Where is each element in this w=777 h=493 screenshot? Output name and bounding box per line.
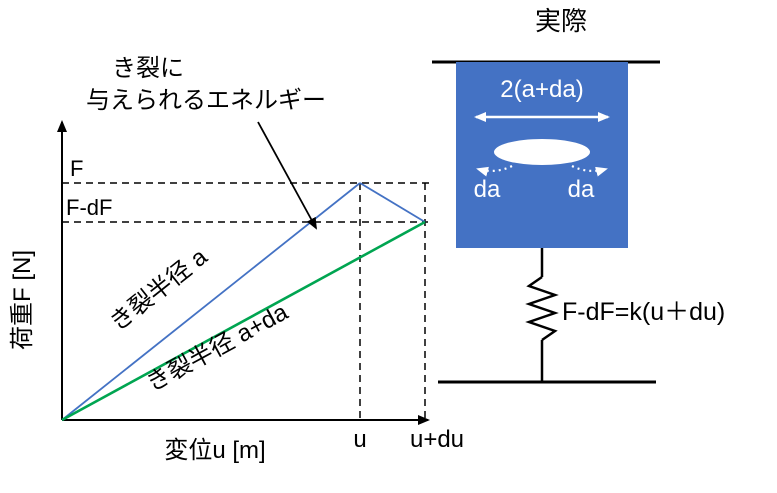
da-right-label: da — [568, 176, 595, 203]
annotation-line2: 与えられるエネルギー — [86, 87, 326, 114]
crack-growth-arrow-left — [476, 165, 513, 177]
spring-equation: F-dF=k(u＋du) — [562, 298, 725, 326]
crack-ellipse — [494, 139, 590, 165]
crack-radius-a-label: き裂半径 a — [105, 243, 213, 337]
u-tick-label: u — [353, 426, 366, 453]
u-du-tick-label: u+du — [410, 426, 464, 453]
annotation-line1: き裂に — [112, 55, 184, 82]
specimen-diagram: 実際 2(a+da) da da F-dF=k(u＋du) — [432, 6, 725, 384]
crack-growth-arrow-right — [571, 165, 608, 177]
crack-a-drop-segment — [359, 182, 426, 223]
y-axis-label: 荷重F [N] — [9, 250, 36, 350]
f-df-level-label: F-dF — [66, 195, 112, 220]
da-left-label: da — [474, 176, 501, 203]
crack-radius-a-da-label: き裂半径 a+da — [142, 298, 293, 397]
crack-length-label: 2(a+da) — [500, 76, 583, 103]
f-level-label: F — [70, 156, 83, 181]
annotation-arrow — [257, 121, 317, 230]
specimen-title: 実際 — [535, 6, 587, 36]
load-displacement-graph: 荷重F [N] 変位u [m] F F-dF u u+du き裂半径 a き裂半… — [9, 55, 464, 464]
crack-a-da-load-line — [61, 220, 426, 422]
spring-coil — [525, 275, 559, 342]
x-axis-label: 変位u [m] — [164, 437, 265, 464]
